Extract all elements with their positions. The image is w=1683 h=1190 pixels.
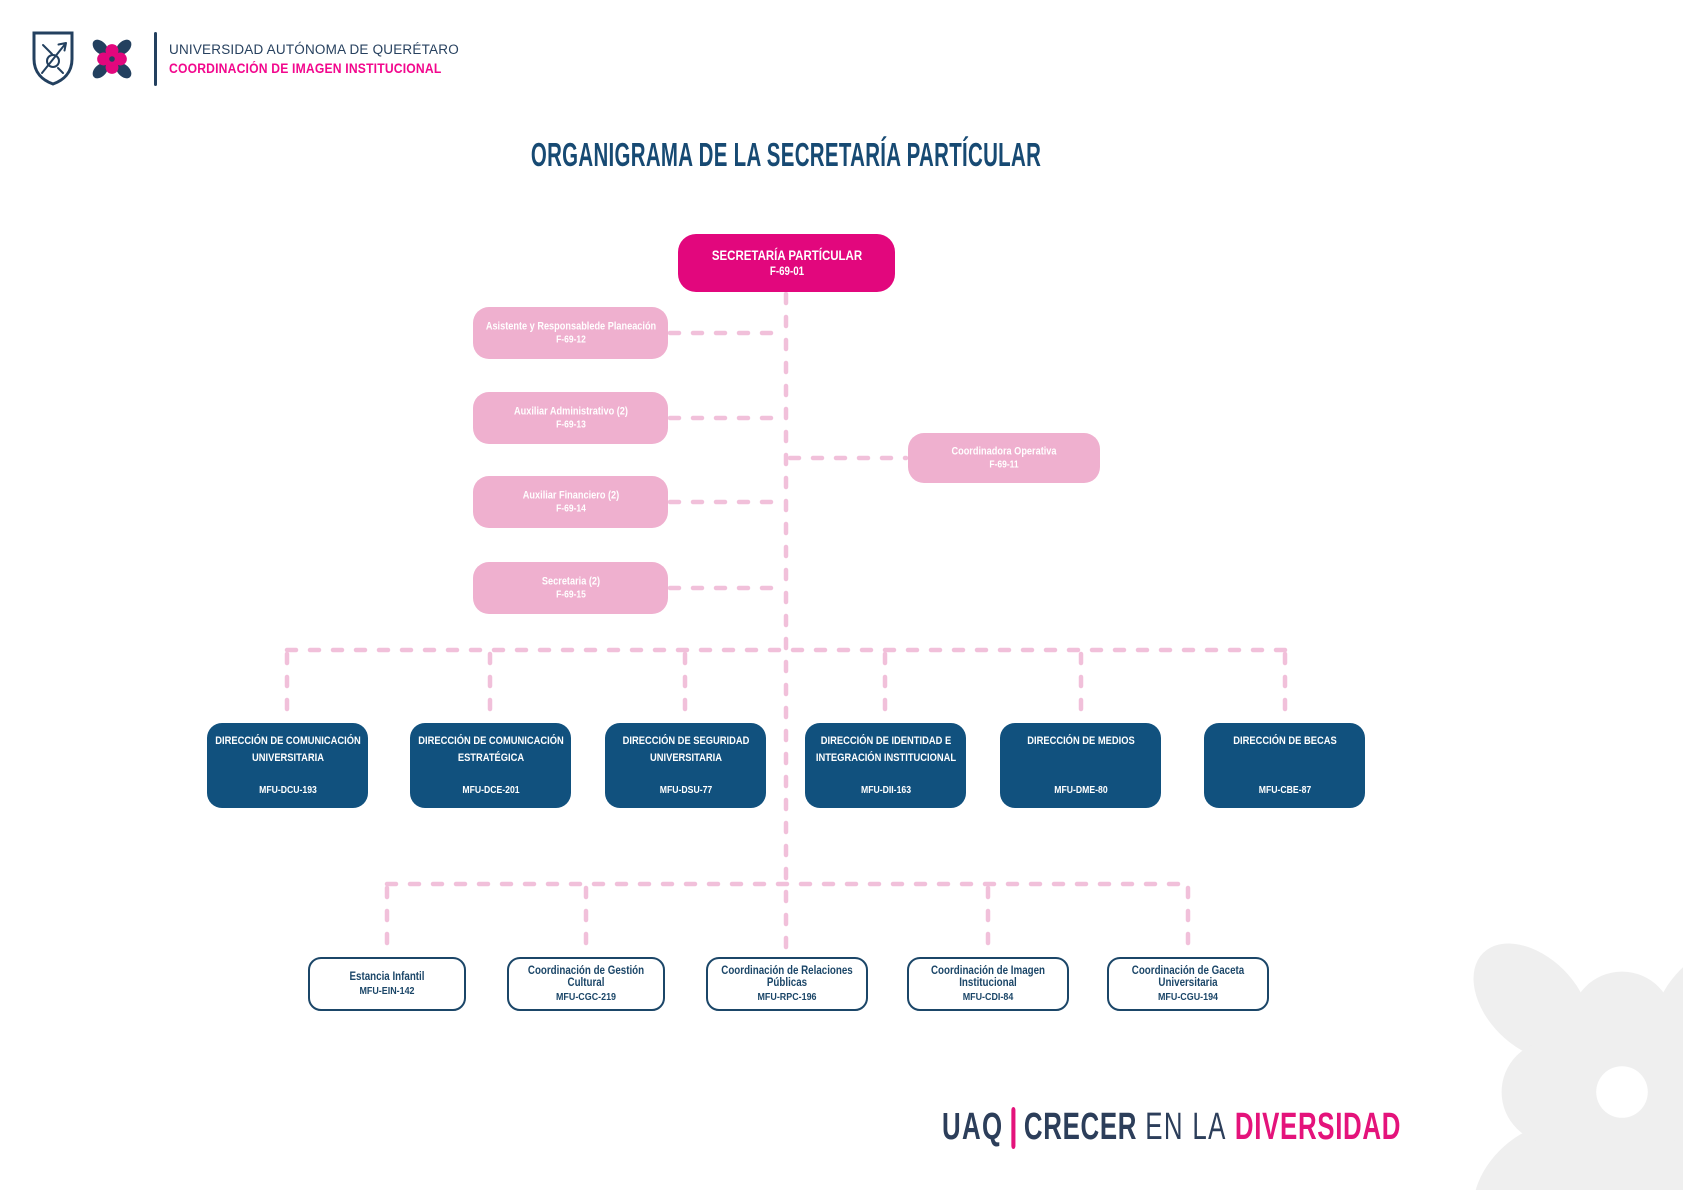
org-node-secretaria-particular: SECRETARÍA PARTÍCULAR F-69-01: [678, 234, 895, 292]
department-name: COORDINACIÓN DE IMAGEN INSTITUCIONAL: [169, 60, 442, 76]
node-code: F-69-13: [555, 419, 586, 431]
node-title: Asistente y Responsablede Planeación: [485, 320, 656, 333]
node-code: MFU-DSU-77: [659, 785, 712, 796]
node-code: F-69-14: [555, 503, 586, 515]
node-title: Coordinación de Imagen Institucional: [930, 965, 1046, 989]
node-code: F-69-01: [769, 266, 804, 278]
node-title: DIRECCIÓN DE COMUNICACIÓN ESTRATÉGICA: [417, 735, 564, 764]
node-title: SECRETARÍA PARTÍCULAR: [711, 248, 862, 263]
node-title: Coordinación de Gestión Cultural: [527, 965, 645, 989]
node-title: DIRECCIÓN DE COMUNICACIÓN UNIVERSITARIA: [214, 735, 361, 764]
org-node-direccion-identidad-integracion: DIRECCIÓN DE IDENTIDAD E INTEGRACIÓN INS…: [805, 723, 966, 808]
org-node-direccion-comunicacion-universitaria: DIRECCIÓN DE COMUNICACIÓN UNIVERSITARIA …: [207, 723, 368, 808]
org-node-coordinadora-operativa: Coordinadora Operativa F-69-11: [908, 433, 1100, 483]
org-node-coordinacion-gestion-cultural: Coordinación de Gestión Cultural MFU-CGC…: [507, 957, 665, 1011]
org-node-estancia-infantil: Estancia Infantil MFU-EIN-142: [308, 957, 466, 1011]
node-title: DIRECCIÓN DE IDENTIDAD E INTEGRACIÓN INS…: [815, 735, 956, 764]
node-title: DIRECCIÓN DE MEDIOS: [1026, 735, 1135, 747]
org-node-direccion-de-medios: DIRECCIÓN DE MEDIOS MFU-DME-80: [1000, 723, 1161, 808]
org-node-coordinacion-relaciones-publicas: Coordinación de Relaciones Públicas MFU-…: [706, 957, 868, 1011]
node-title: Estancia Infantil: [349, 971, 425, 983]
node-code: MFU-CGC-219: [555, 991, 617, 1003]
node-code: MFU-DCE-201: [461, 785, 520, 796]
org-node-secretaria: Secretaria (2) F-69-15: [473, 562, 668, 614]
org-node-asistente-planeacion: Asistente y Responsablede Planeación F-6…: [473, 307, 668, 359]
org-node-direccion-comunicacion-estrategica: DIRECCIÓN DE COMUNICACIÓN ESTRATÉGICA MF…: [410, 723, 571, 808]
page-title: ORGANIGRAMA DE LA SECRETARÍA PARTÍCULAR: [530, 136, 1042, 173]
org-node-direccion-de-becas: DIRECCIÓN DE BECAS MFU-CBE-87: [1204, 723, 1365, 808]
node-code: MFU-DII-163: [860, 785, 911, 796]
node-code: MFU-EIN-142: [359, 985, 415, 997]
org-node-coordinacion-imagen-institucional: Coordinación de Imagen Institucional MFU…: [907, 957, 1069, 1011]
node-code: MFU-DCU-193: [258, 785, 317, 796]
brand-header: UNIVERSIDAD AUTÓNOMA DE QUERÉTARO COORDI…: [30, 30, 472, 87]
slogan-diversidad: DIVERSIDAD: [1234, 1106, 1402, 1148]
org-node-auxiliar-administrativo: Auxiliar Administrativo (2) F-69-13: [473, 392, 668, 444]
uaq-flower-logo-icon: [92, 39, 132, 78]
slogan-uaq: UAQ: [942, 1106, 1004, 1148]
node-title: Coordinación de Gaceta Universitaria: [1131, 965, 1245, 989]
node-title: Coordinación de Relaciones Públicas: [721, 965, 853, 989]
uaq-shield-logo-icon: [32, 31, 74, 86]
node-code: MFU-RPC-196: [757, 991, 817, 1003]
uaq-flower-watermark-icon: [1473, 943, 1683, 1190]
slogan-crecer: CRECER: [1023, 1106, 1138, 1148]
node-code: MFU-CGU-194: [1157, 991, 1219, 1003]
node-code: F-69-15: [555, 589, 586, 601]
node-title: DIRECCIÓN DE SEGURIDAD UNIVERSITARIA: [622, 735, 749, 764]
node-code: F-69-12: [555, 334, 586, 346]
uaq-slogan: UAQ CRECER EN LA DIVERSIDAD: [942, 1106, 1401, 1149]
node-title: Auxiliar Financiero (2): [522, 489, 619, 502]
slogan-divider: [1011, 1106, 1016, 1149]
node-code: F-69-11: [989, 459, 1019, 471]
brand-divider: [154, 31, 157, 86]
university-name: UNIVERSIDAD AUTÓNOMA DE QUERÉTARO: [169, 41, 459, 57]
node-title: Auxiliar Administrativo (2): [513, 405, 628, 418]
node-code: MFU-CDI-84: [962, 991, 1014, 1003]
node-code: MFU-CBE-87: [1258, 785, 1311, 796]
node-code: MFU-DME-80: [1053, 785, 1108, 796]
org-node-auxiliar-financiero: Auxiliar Financiero (2) F-69-14: [473, 476, 668, 528]
node-title: DIRECCIÓN DE BECAS: [1232, 735, 1337, 747]
org-node-coordinacion-gaceta-universitaria: Coordinación de Gaceta Universitaria MFU…: [1107, 957, 1269, 1011]
slogan-en-la: EN LA: [1145, 1106, 1227, 1148]
node-title: Coordinadora Operativa: [951, 445, 1057, 458]
org-node-direccion-seguridad-universitaria: DIRECCIÓN DE SEGURIDAD UNIVERSITARIA MFU…: [605, 723, 766, 808]
node-title: Secretaria (2): [541, 575, 600, 588]
